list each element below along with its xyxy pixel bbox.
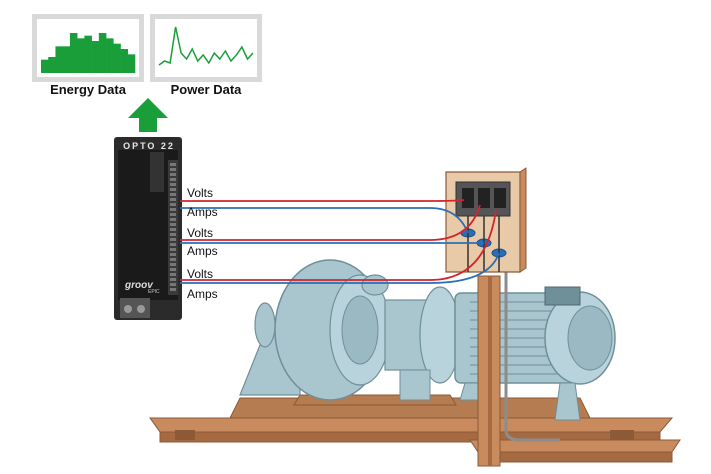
wire-label-volts-3: Volts — [187, 267, 214, 281]
terminal-screws — [170, 163, 176, 291]
energy-bar — [55, 46, 63, 73]
signal-wires — [180, 199, 500, 284]
power-data-label: Power Data — [170, 82, 242, 97]
energy-bar — [120, 49, 129, 73]
wire-amps — [180, 207, 469, 234]
wire-label-amps-3: Amps — [187, 287, 218, 301]
status-panel — [150, 152, 164, 192]
terminal-screw — [170, 198, 176, 201]
energy-bar — [48, 57, 56, 73]
motor-terminal-box — [544, 286, 581, 306]
terminal-screw — [170, 288, 176, 291]
terminal-screw — [170, 233, 176, 236]
pump-outlet — [361, 274, 389, 296]
power-chart-card — [150, 14, 262, 82]
power-connector-screw — [124, 305, 132, 313]
terminal-screw — [170, 188, 176, 191]
terminal-screw — [170, 218, 176, 221]
energy-bar — [69, 33, 78, 73]
wire-label-amps-1: Amps — [187, 205, 218, 219]
power-line — [158, 26, 254, 66]
power-connector — [120, 298, 150, 318]
machine-frame — [149, 394, 681, 463]
terminal-screw — [170, 223, 176, 226]
energy-data-label: Energy Data — [50, 82, 126, 97]
power-chart-plot — [155, 19, 257, 77]
wire-label-volts-1: Volts — [187, 186, 214, 200]
wire-volts — [180, 204, 481, 241]
terminal-screw — [170, 263, 176, 266]
terminal-screw — [170, 168, 176, 171]
energy-bar — [91, 41, 100, 73]
energy-bar — [106, 38, 114, 73]
wire-label-amps-2: Amps — [187, 244, 218, 258]
terminal-screw — [170, 183, 176, 186]
terminal-screw — [170, 268, 176, 271]
conduit-post — [477, 270, 560, 467]
terminal-screw — [170, 258, 176, 261]
controller-logo: groov — [125, 280, 153, 291]
wire-label-volts-2: Volts — [187, 226, 214, 240]
energy-bar — [127, 54, 136, 73]
energy-bar — [41, 59, 49, 73]
pump-motor-assembly — [239, 259, 616, 421]
power-connector-screw — [137, 305, 145, 313]
upward-arrow-icon — [128, 98, 168, 132]
terminal-screw — [170, 208, 176, 211]
terminal-screw — [170, 173, 176, 176]
energy-bar — [62, 46, 71, 73]
energy-chart-card — [32, 14, 144, 82]
terminal-screw — [170, 278, 176, 281]
terminal-strip — [168, 160, 178, 295]
wire-volts — [180, 209, 497, 281]
terminal-screw — [170, 273, 176, 276]
terminal-screw — [170, 193, 176, 196]
power-line-chart — [158, 26, 254, 66]
energy-bar — [113, 43, 121, 73]
terminal-screw — [170, 228, 176, 231]
energy-bar — [84, 35, 92, 73]
pump-inlet — [254, 302, 276, 348]
energy-bar-chart — [41, 33, 136, 73]
controller-unit — [114, 137, 182, 320]
controller-logo-sub: EPIC — [148, 289, 160, 295]
controller-brand-label: OPTO 22 — [123, 141, 175, 151]
terminal-screw — [170, 283, 176, 286]
terminal-screw — [170, 178, 176, 181]
terminal-screw — [170, 253, 176, 256]
junction-box — [445, 167, 527, 273]
terminal-screw — [170, 213, 176, 216]
terminal-screw — [170, 248, 176, 251]
wire-volts — [180, 199, 465, 202]
terminal-screw — [170, 243, 176, 246]
conduit-pipe — [504, 270, 560, 442]
wire-amps — [180, 252, 500, 284]
terminal-screw — [170, 203, 176, 206]
energy-bar — [77, 38, 85, 73]
energy-bar — [98, 33, 107, 73]
energy-chart-plot — [37, 19, 139, 77]
terminal-screw — [170, 163, 176, 166]
terminal-screw — [170, 238, 176, 241]
